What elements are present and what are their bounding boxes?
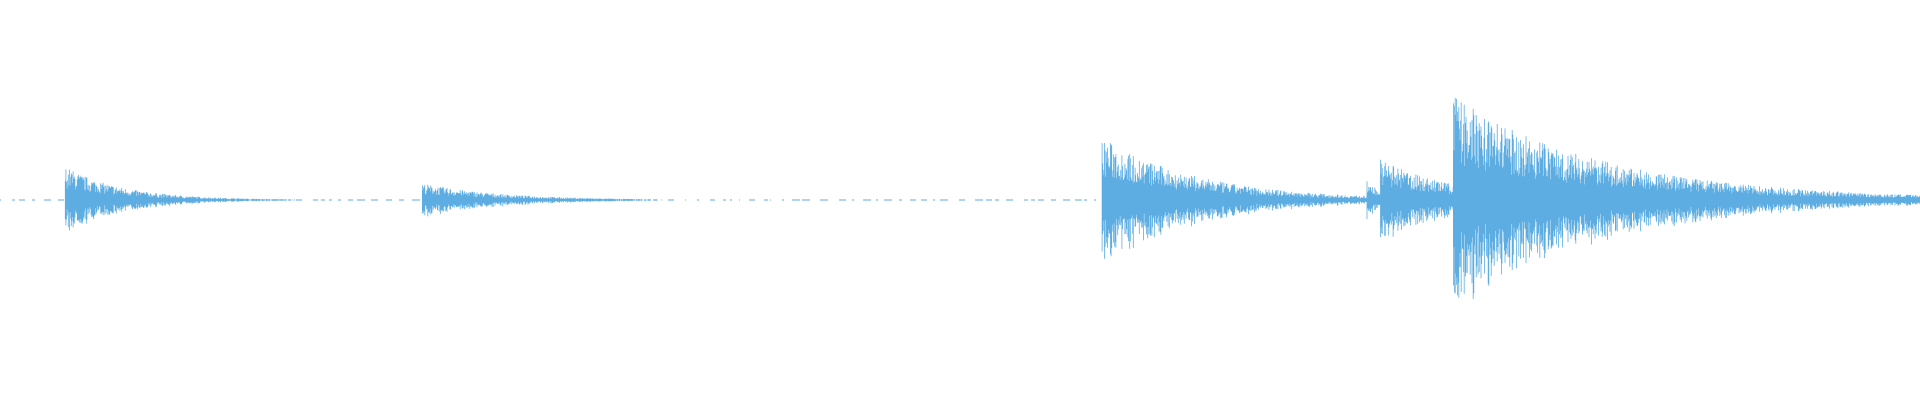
waveform-event-6 [1453, 97, 1920, 299]
waveform-events [64, 97, 1920, 299]
waveform-event-trace [422, 184, 663, 217]
waveform-event-trace [1453, 97, 1920, 299]
waveform-event-2 [422, 184, 663, 217]
waveform-event-1 [64, 169, 295, 231]
waveform-event-trace [64, 169, 295, 231]
